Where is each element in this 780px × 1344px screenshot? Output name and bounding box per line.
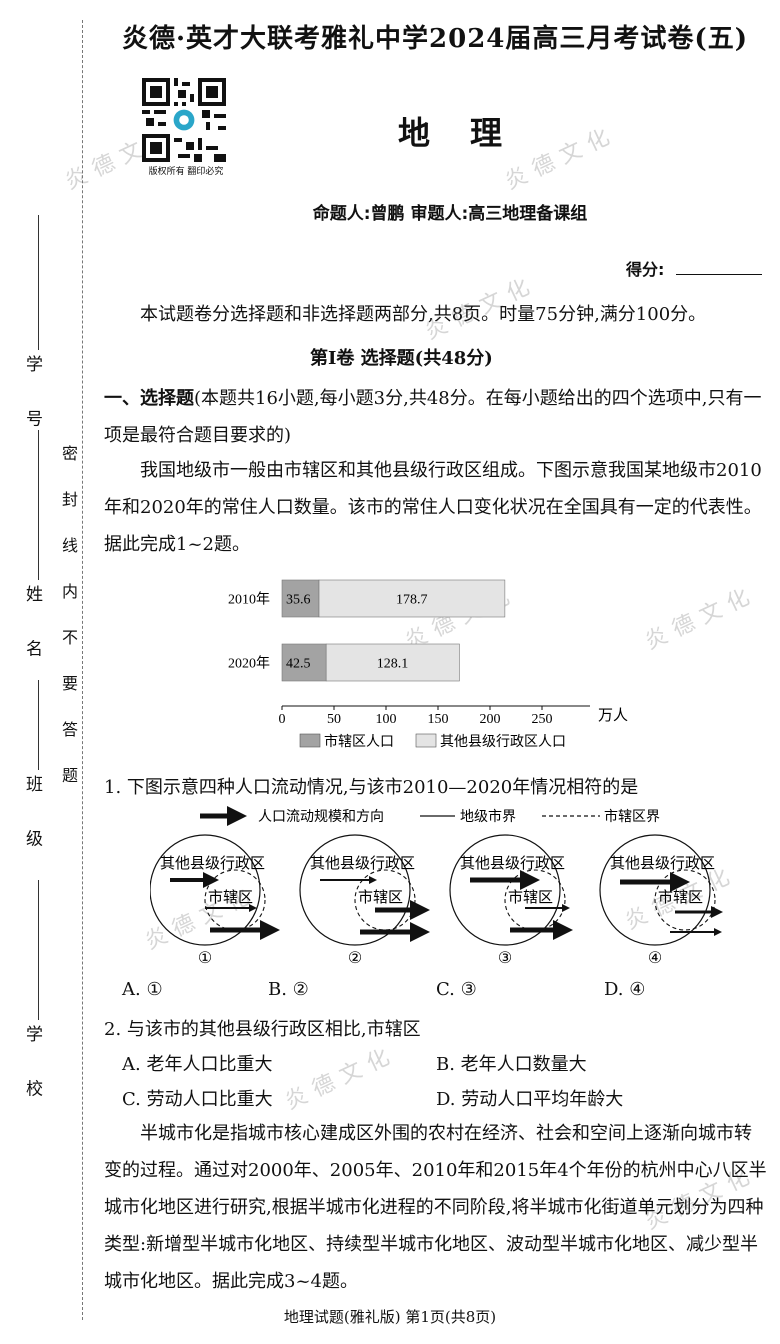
diagram-number: ④	[648, 950, 662, 967]
bar-value-label: 42.5	[286, 657, 311, 672]
x-tick-label: 50	[327, 712, 341, 727]
section-desc: (本题共16小题,每小题3分,共48分。在每小题给出的四个选项中,只有一项是最符…	[104, 388, 762, 446]
student-id-label: 学 号	[22, 355, 42, 443]
district-border	[204, 869, 266, 931]
population-bar-chart: 2010年 35.6 178.7 2020年 42.5 128.1 0 50 100 150 20…	[228, 579, 628, 750]
inner-area-label: 市辖区	[658, 889, 703, 906]
seal-note: 密封线内不要答题	[59, 445, 78, 813]
district-border	[654, 869, 716, 931]
binding-margin: 学 号 姓 名 班 级 学 校 密封线内不要答题	[0, 0, 90, 1344]
outer-area-label: 其他县级行政区	[460, 855, 565, 872]
legend-city-border-label: 地级市界	[460, 808, 516, 825]
category-label: 2010年	[228, 592, 270, 608]
watermark: 炎德文化	[641, 581, 761, 655]
city-border	[150, 834, 261, 946]
score-label: 得分:	[626, 260, 665, 279]
category-label: 2020年	[228, 656, 270, 672]
legend-swatch-county	[415, 733, 437, 748]
city-border	[599, 834, 711, 946]
student-id-line	[38, 215, 39, 350]
outer-area-label: 其他县级行政区	[160, 855, 265, 872]
city-border	[449, 834, 561, 946]
q1-option-a[interactable]: A. ①	[122, 979, 163, 1000]
legend-flow-label: 人口流动规模和方向	[258, 809, 384, 825]
watermark: 炎德文化	[281, 1041, 401, 1115]
seal-line	[82, 20, 83, 1320]
bar-county	[318, 579, 506, 618]
subject-title: 地理	[397, 114, 542, 152]
diagram-number: ②	[348, 950, 362, 967]
class-label: 班 级	[22, 775, 42, 863]
bar-value-label: 35.6	[286, 593, 311, 608]
legend-label-urban: 市辖区人口	[324, 733, 394, 750]
diagram-number: ③	[498, 950, 512, 967]
city-border	[299, 834, 411, 946]
q1-option-b[interactable]: B. ②	[268, 979, 309, 1000]
bar-value-label: 178.7	[396, 593, 428, 608]
q1-option-c[interactable]: C. ③	[436, 979, 477, 1000]
x-tick-label: 250	[532, 712, 553, 727]
section-head: 一、选择题	[104, 388, 194, 409]
inner-area-label: 市辖区	[208, 889, 253, 906]
school-line	[38, 880, 39, 1020]
section-header: 一、选择题(本题共16小题,每小题3分,共48分。在每小题给出的四个选项中,只有…	[104, 380, 768, 454]
exam-title: 炎德·英才大联考雅礼中学2024届高三月考试卷(五)	[121, 24, 749, 54]
legend-label-county: 其他县级行政区人口	[440, 734, 566, 750]
page-footer: 地理试题(雅礼版) 第1页(共8页)	[283, 1308, 497, 1326]
q2-option-b[interactable]: B. 老年人口数量大	[436, 1054, 587, 1075]
q2-option-a[interactable]: A. 老年人口比重大	[122, 1054, 273, 1075]
question-2-stem: 2. 与该市的其他县级行政区相比,市辖区	[104, 1019, 421, 1040]
q2-option-d[interactable]: D. 劳动人口平均年龄大	[436, 1089, 624, 1110]
diagram-number: ①	[198, 950, 212, 967]
bar-value-label: 128.1	[377, 657, 409, 672]
migration-diagrams: 人口流动规模和方向 地级市界 市辖区界 其他县级行政区市辖区①其他县级行政区市辖…	[150, 806, 723, 967]
inner-area-label: 市辖区	[358, 889, 403, 906]
qr-caption: 版权所有 翻印必究	[148, 167, 224, 177]
score-blank[interactable]	[676, 274, 762, 275]
question-stem-1-2: 我国地级市一般由市辖区和其他县级行政区组成。下图示意我国某地级市2010年和20…	[104, 460, 762, 555]
question-stem-3-4: 半城市化是指城市核心建成区外围的农村在经济、社会和空间上逐渐向城市转变的过程。通…	[104, 1123, 767, 1292]
x-tick-label: 150	[428, 712, 449, 727]
q1-option-d[interactable]: D. ④	[604, 979, 646, 1000]
bar-urban	[281, 579, 320, 618]
x-axis-unit: 万人	[598, 707, 628, 724]
qr-code	[142, 78, 226, 162]
legend-swatch-urban	[299, 733, 321, 748]
exam-instructions: 本试题卷分选择题和非选择题两部分,共8页。时量75分钟,满分100分。	[140, 304, 707, 325]
x-tick-label: 0	[279, 712, 286, 727]
x-tick-label: 200	[480, 712, 501, 727]
question-1-stem: 1. 下图示意四种人口流动情况,与该市2010—2020年情况相符的是	[104, 777, 639, 798]
bar-urban	[281, 643, 327, 682]
class-line	[38, 680, 39, 770]
name-line	[38, 430, 39, 580]
outer-area-label: 其他县级行政区	[310, 855, 415, 872]
name-label: 姓 名	[22, 585, 42, 673]
x-tick-label: 100	[376, 712, 397, 727]
q2-option-c[interactable]: C. 劳动人口比重大	[122, 1089, 273, 1110]
school-label: 学 校	[22, 1025, 42, 1113]
bar-county	[325, 643, 460, 682]
legend-district-border-label: 市辖区界	[604, 808, 660, 825]
part-title: 第Ⅰ卷 选择题(共48分)	[310, 348, 493, 369]
inner-area-label: 市辖区	[508, 889, 553, 906]
outer-area-label: 其他县级行政区	[610, 855, 715, 872]
authors-line: 命题人:曾鹏 审题人:高三地理备课组	[312, 204, 588, 224]
